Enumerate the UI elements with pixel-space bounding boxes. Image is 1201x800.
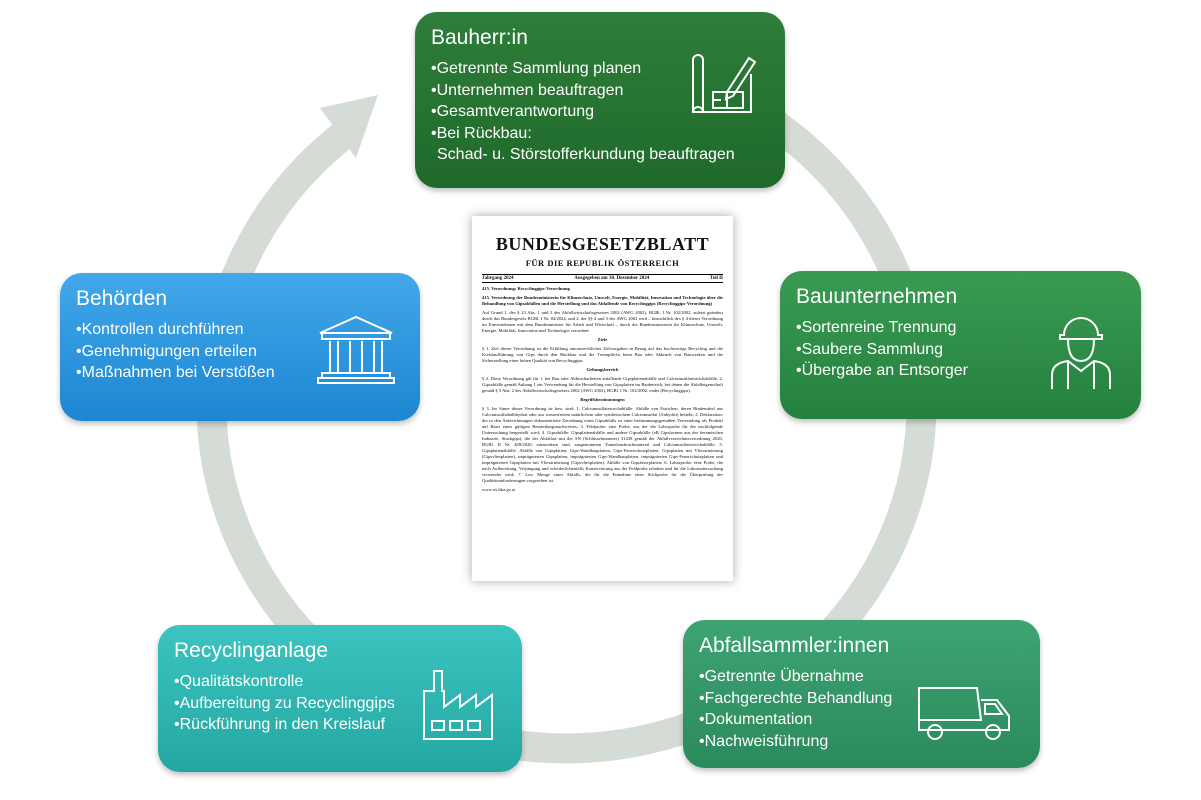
list-item: Nachweisführung [699,731,1024,753]
box-title: Bauherr:in [431,26,528,49]
list-item: Übergabe an Entsorger [796,360,1125,382]
list-item: Bei Rückbau: [431,123,769,145]
blueprint-pencil-icon [692,54,757,113]
doc-title: BUNDESGESETZBLATT [495,234,710,254]
doc-section-heading: Geltungsbereich [586,367,619,372]
list-item: Genehmigungen erteilen [76,341,404,363]
list-item: Fachgerechte Behandlung [699,688,1024,710]
list-item: Maßnahmen bei Verstößen [76,362,404,384]
box-title: Abfallsammler:innen [699,634,890,657]
box-behoerden: Behörden Kontrollen durchführen Genehmig… [60,273,420,421]
doc-paragraph: § 1. Ziel dieser Verordnung ist die Erfü… [482,346,723,363]
doc-ref: 415. Verordnung: Recyclinggips-Verordnun… [482,286,570,291]
box-abfallsammler: Abfallsammler:innen Getrennte Übernahme … [683,620,1040,768]
cycle-arrowhead-icon [320,95,378,158]
doc-paragraph: § 2. Diese Verordnung gilt für 1. bei Ba… [482,376,723,393]
doc-paragraph: Auf Grund 1. des § 23 Abs. 1 und 3 des A… [482,310,723,333]
list-item: Getrennte Sammlung planen [431,58,769,80]
list-item: Getrennte Übernahme [699,666,1024,688]
doc-paragraph: § 3. Im Sinne dieser Verordnung ist bzw.… [482,406,723,483]
list-item: Gesamtverantwortung [431,101,769,123]
box-title: Recyclinganlage [174,639,329,662]
doc-meta-row: Jahrgang 2024 Ausgegeben am 30. Dezember… [482,274,723,283]
government-building-icon [317,315,395,384]
doc-date: Ausgegeben am 30. Dezember 2024 [574,276,650,281]
box-recyclinganlage: Recyclinganlage Qualitätskontrolle Aufbe… [158,625,522,772]
doc-heading: 415. Verordnung der Bundesministerin für… [482,295,723,306]
doc-section-heading: Begriffsbestimmungen [580,397,625,402]
list-item: Aufbereitung zu Recyclinggips [174,693,506,715]
list-item: Unternehmen beauftragen [431,80,769,102]
list-item-continuation: Schad- u. Störstofferkundung beauftragen [437,146,735,163]
box-title: Behörden [76,287,168,310]
factory-icon [423,670,493,740]
list-item: Dokumentation [699,709,1024,731]
construction-worker-icon [1051,317,1111,389]
doc-jahrgang: Jahrgang 2024 [482,276,514,281]
doc-subtitle: FÜR DIE REPUBLIK ÖSTERREICH [525,258,680,268]
doc-section-heading: Ziele [597,337,608,342]
box-bauherr: Bauherr:in Getrennte Sammlung planen Unt… [415,12,785,188]
list-item: Kontrollen durchführen [76,319,404,341]
list-item: Sortenreine Trennung [796,317,1125,339]
list-item: Rückführung in den Kreislauf [174,714,506,736]
list-item: Saubere Sammlung [796,339,1125,361]
bundesgesetzblatt-document: BUNDESGESETZBLATT FÜR DIE REPUBLIK ÖSTER… [472,216,733,581]
box-bauunternehmen: Bauunternehmen Sortenreine Trennung Saub… [780,271,1141,419]
dump-truck-icon [918,687,1010,740]
doc-url: www.ris.bka.gv.at [482,487,516,492]
doc-teil: Teil II [709,276,723,281]
box-title: Bauunternehmen [796,285,958,308]
list-item: Qualitätskontrolle [174,671,506,693]
